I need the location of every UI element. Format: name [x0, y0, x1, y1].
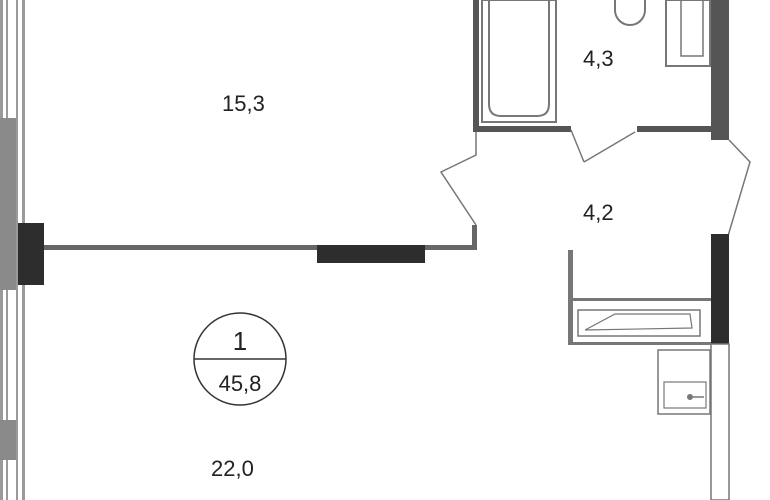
bathtub-icon [481, 0, 557, 123]
bedroom-partition [44, 225, 477, 263]
wardrobe-icon [577, 309, 701, 337]
kitchen-sink-icon [657, 349, 711, 415]
rooms-count: 1 [233, 326, 247, 356]
right-utility [568, 234, 730, 500]
bathroom [473, 0, 729, 163]
toilet-icon [614, 0, 646, 26]
apartment-badge: 1 45,8 [193, 312, 287, 406]
hallway-door [439, 132, 751, 237]
bathroom-door [570, 129, 636, 163]
bathroom-area-label: 4,3 [583, 46, 614, 71]
bedroom-area-label: 15,3 [222, 91, 265, 116]
total-area: 45,8 [219, 371, 262, 396]
cabinet-icon [665, 0, 711, 67]
left-exterior-wall [0, 0, 44, 500]
hallway-area-label: 4,2 [583, 200, 614, 225]
living-area-label: 22,0 [211, 456, 254, 481]
